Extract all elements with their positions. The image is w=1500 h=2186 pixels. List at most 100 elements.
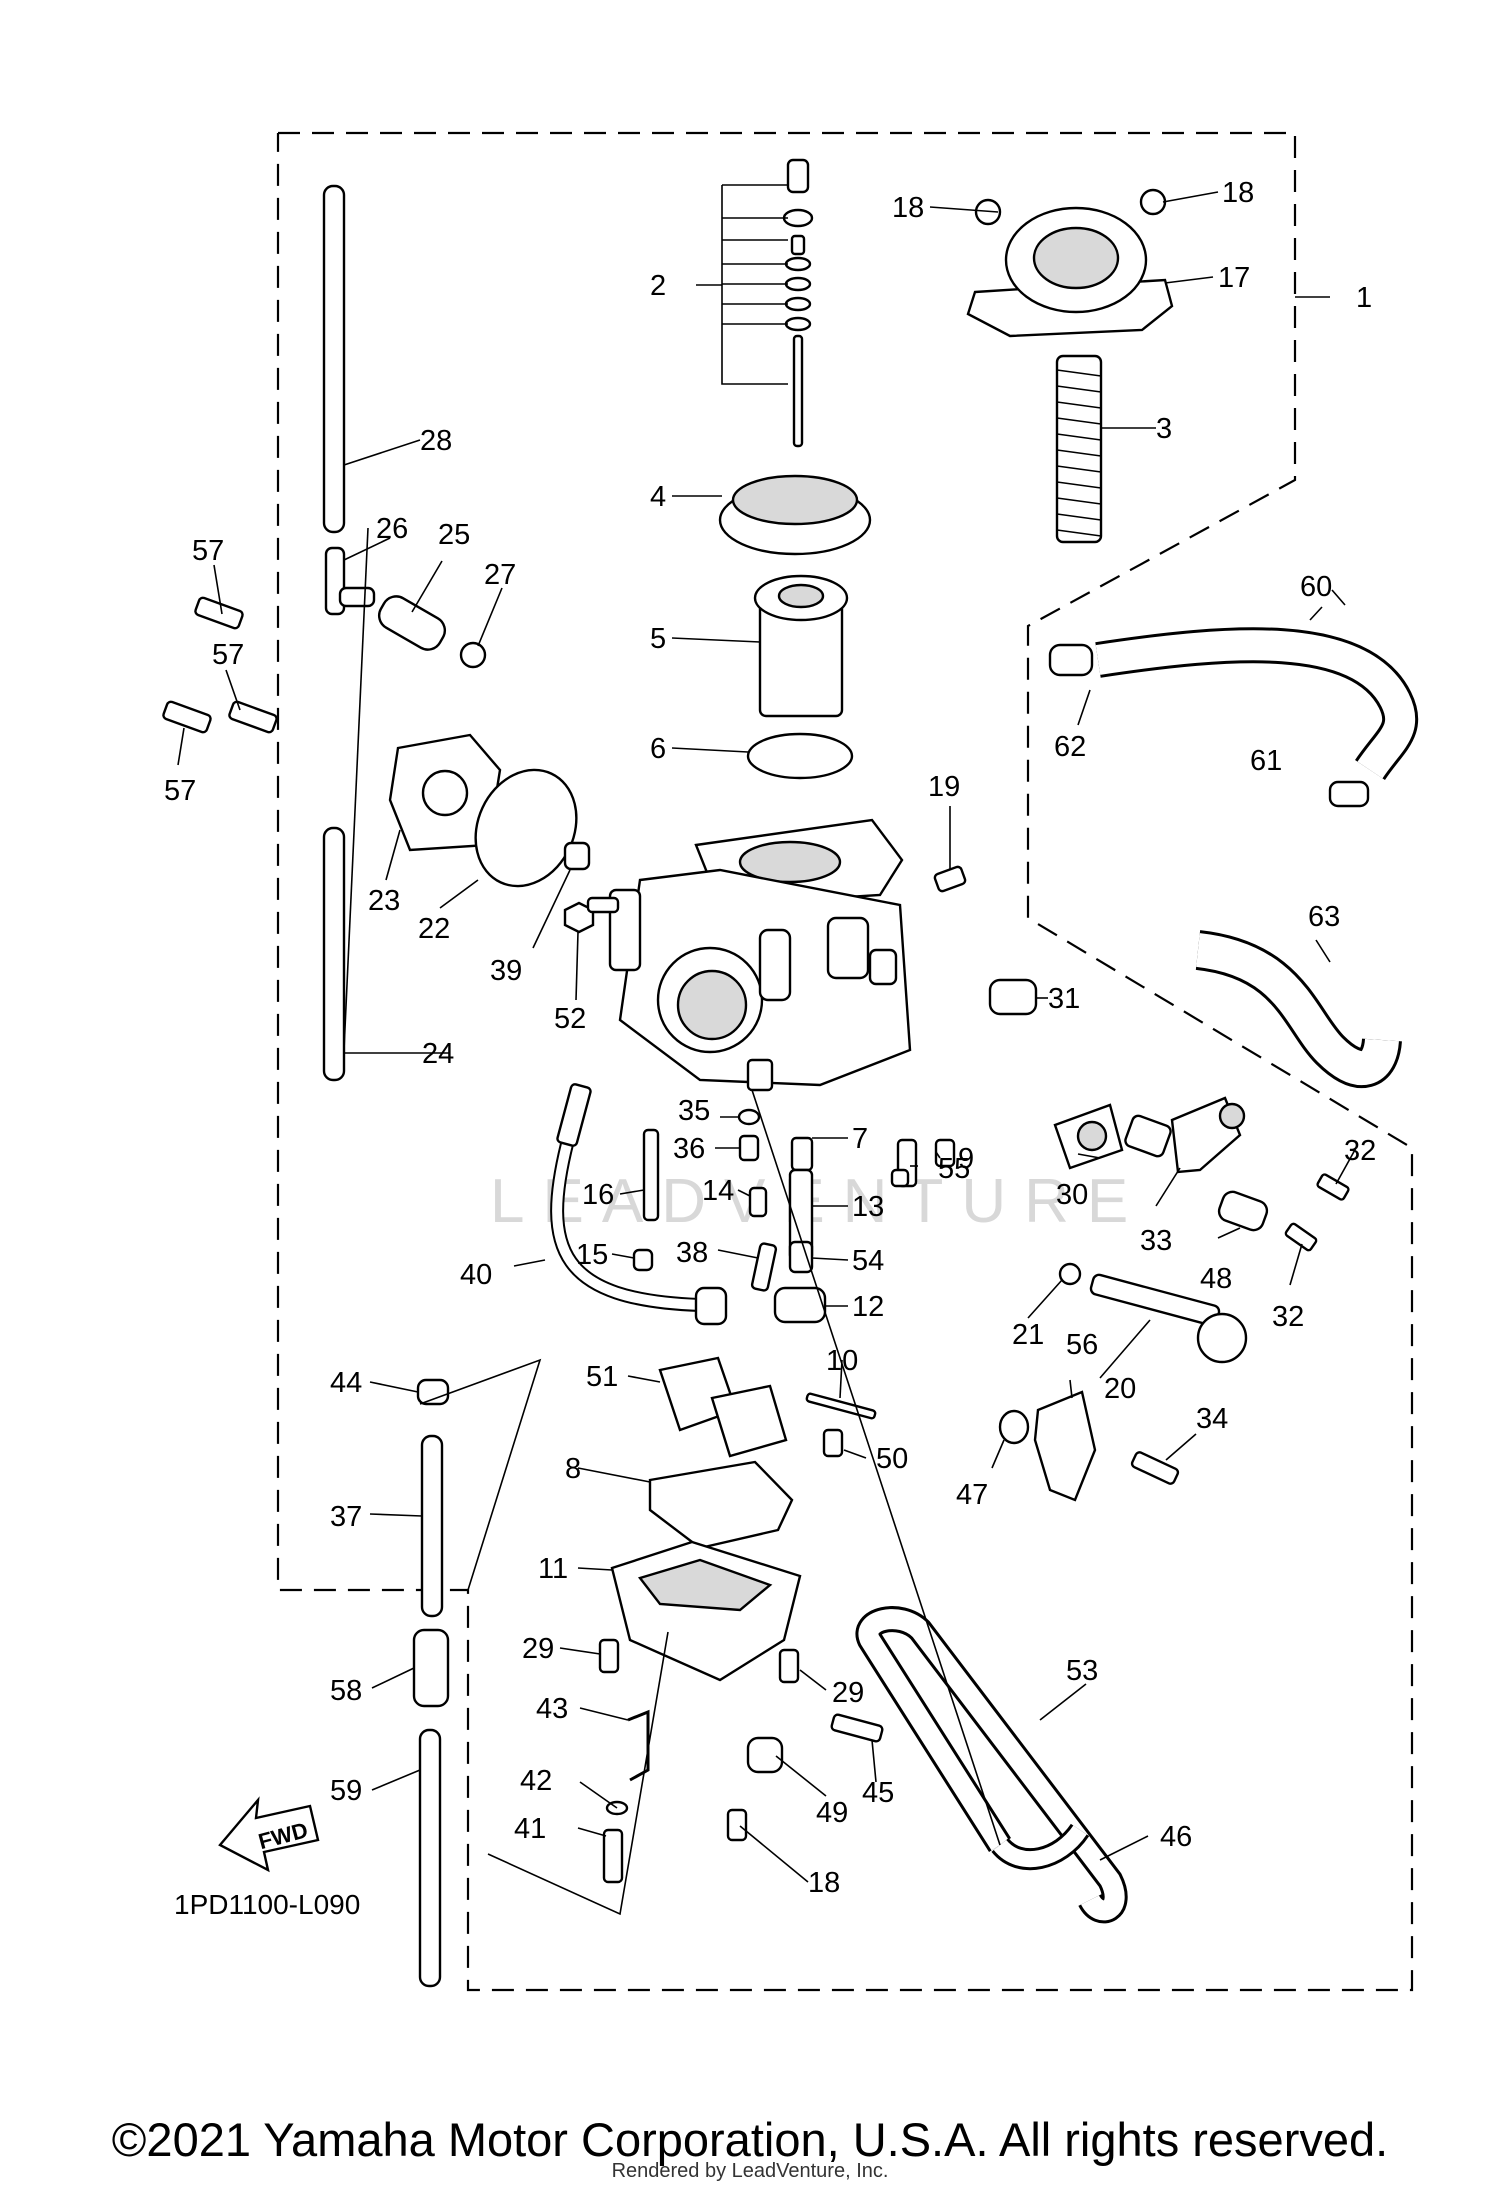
callout-61: 61 <box>1250 745 1282 777</box>
callout-46: 46 <box>1160 1821 1192 1853</box>
o-ring-6 <box>746 732 854 780</box>
spring-30 <box>1124 1114 1172 1158</box>
nut-39 <box>563 841 591 871</box>
callout-7: 7 <box>852 1123 868 1155</box>
screw-16 <box>642 1128 660 1222</box>
callout-33: 33 <box>1140 1225 1172 1257</box>
callout-1: 1 <box>1356 282 1372 314</box>
jet-38 <box>750 1242 778 1292</box>
callout-24: 24 <box>422 1038 454 1070</box>
fwd-arrow: FWD <box>218 1796 320 1873</box>
screw-45 <box>830 1713 884 1743</box>
piston-5 <box>753 574 849 718</box>
rendered-by-credit: Rendered by LeadVenture, Inc. <box>611 2160 889 2182</box>
clip-27 <box>459 641 487 669</box>
callout-63: 63 <box>1308 901 1340 933</box>
callout-18a: 18 <box>892 192 924 224</box>
callout-55: 55 <box>938 1153 970 1185</box>
fitting-58 <box>412 1628 450 1708</box>
pipe-25 <box>377 595 447 651</box>
callout-numbers: 1 2 3 4 5 6 7 8 9 10 11 12 13 14 15 16 1… <box>164 177 1376 1899</box>
hose-59 <box>418 1728 442 1988</box>
jet-7 <box>790 1136 814 1172</box>
callout-17: 17 <box>1218 262 1250 294</box>
screw-29-left <box>598 1638 620 1674</box>
plug-31 <box>988 978 1038 1016</box>
diaphragm-4 <box>718 474 872 556</box>
clip-43 <box>627 1709 650 1782</box>
bracket-49 <box>746 1736 784 1774</box>
callout-11: 11 <box>538 1553 568 1585</box>
screw-50 <box>822 1428 844 1458</box>
callout-22: 22 <box>418 913 450 945</box>
callout-60: 60 <box>1300 571 1332 603</box>
callout-44: 44 <box>330 1367 362 1399</box>
o-ring-47 <box>998 1409 1030 1445</box>
callout-57a: 57 <box>192 535 224 567</box>
plunger-20 <box>1089 1273 1248 1364</box>
callout-4: 4 <box>650 481 666 513</box>
screw-18-right <box>1139 188 1167 216</box>
carburetor-body <box>586 818 912 1092</box>
callout-20: 20 <box>1104 1373 1136 1405</box>
callout-54: 54 <box>852 1245 884 1277</box>
callout-37: 37 <box>330 1501 362 1533</box>
leader-lines <box>177 184 1357 1916</box>
callout-34: 34 <box>1196 1403 1228 1435</box>
screw-36 <box>738 1134 760 1162</box>
callout-29a: 29 <box>522 1633 554 1665</box>
callout-3: 3 <box>1156 413 1172 445</box>
callout-56: 56 <box>1066 1329 1098 1361</box>
callout-14: 14 <box>702 1175 734 1207</box>
callout-5: 5 <box>650 623 666 655</box>
float-51 <box>658 1356 788 1458</box>
clamp-61 <box>1328 780 1370 808</box>
callout-19: 19 <box>928 771 960 803</box>
callout-59: 59 <box>330 1775 362 1807</box>
callout-12: 12 <box>852 1291 884 1323</box>
callout-51: 51 <box>586 1361 618 1393</box>
callout-2: 2 <box>650 270 666 302</box>
callout-26: 26 <box>376 513 408 545</box>
hose-37 <box>420 1434 444 1618</box>
screw-32-low <box>1284 1222 1318 1252</box>
gasket-8 <box>648 1460 794 1550</box>
cap-15 <box>632 1248 654 1272</box>
callout-38: 38 <box>676 1237 708 1269</box>
callout-30: 30 <box>1056 1179 1088 1211</box>
screw-29-right <box>778 1648 800 1684</box>
callout-39: 39 <box>490 955 522 987</box>
fitting-55 <box>890 1138 918 1188</box>
hose-63 <box>1195 930 1402 1088</box>
callout-25: 25 <box>438 519 470 551</box>
clamp-44 <box>416 1378 450 1406</box>
drawing-code: 1PD1100-L090 <box>174 1889 360 1920</box>
callout-15: 15 <box>576 1239 608 1271</box>
plate-30 <box>1053 1103 1124 1170</box>
callout-57b: 57 <box>212 639 244 671</box>
callout-40: 40 <box>460 1259 492 1291</box>
screw-57-mid <box>228 700 278 734</box>
callout-6: 6 <box>650 733 666 765</box>
float-bowl-11 <box>610 1540 802 1682</box>
o-ring-21 <box>1058 1262 1082 1286</box>
callout-29b: 29 <box>832 1677 864 1709</box>
needle-assembly-2 <box>782 158 814 448</box>
sensor-56 <box>1033 1390 1097 1502</box>
callout-45: 45 <box>862 1777 894 1809</box>
callout-18c: 18 <box>808 1867 840 1899</box>
callout-9: 9 <box>958 1143 974 1175</box>
callout-48: 48 <box>1200 1263 1232 1295</box>
callout-47: 47 <box>956 1479 988 1511</box>
clamp-62 <box>1048 643 1094 677</box>
hose-24 <box>322 826 346 1082</box>
screw-41 <box>602 1828 624 1884</box>
callout-52: 52 <box>554 1003 586 1035</box>
jet-14 <box>748 1186 768 1218</box>
hose-53 <box>855 1606 1128 1924</box>
callout-32b: 32 <box>1272 1301 1304 1333</box>
float-12 <box>773 1286 827 1324</box>
washer-35 <box>737 1108 761 1126</box>
screw-57-low <box>162 700 212 734</box>
screw-57-top <box>194 596 244 630</box>
